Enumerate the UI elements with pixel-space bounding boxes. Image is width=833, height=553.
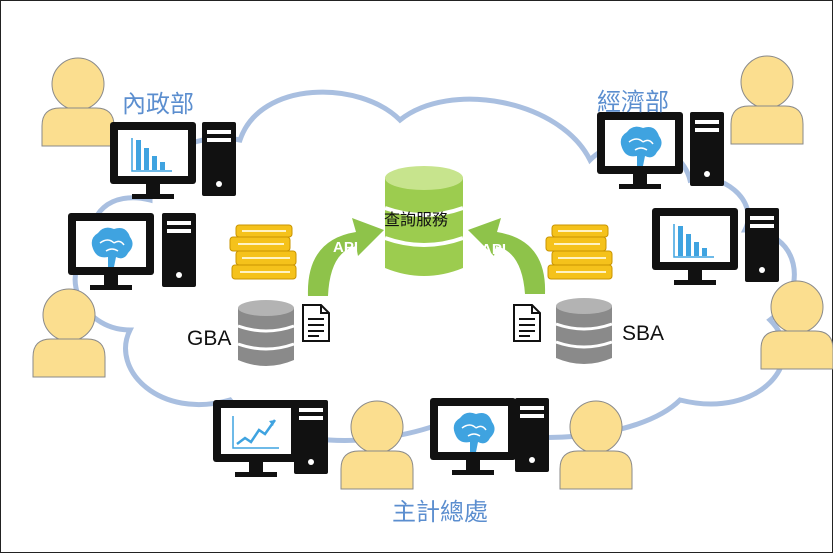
document-icon-sba [513, 304, 541, 342]
person-economic [730, 55, 804, 145]
computer-line-dgbas [213, 400, 299, 477]
computer-bars-interior [110, 122, 196, 199]
api-label-right: API [481, 241, 507, 258]
tower-icon [515, 398, 549, 472]
person-interior-lower [32, 288, 106, 378]
database-sba-icon [554, 296, 614, 366]
person-interior [41, 57, 115, 147]
query-service-database-icon [384, 166, 464, 276]
books-icon-sba [545, 224, 613, 280]
computer-brain-economic [597, 112, 683, 189]
agency-label-economic: 經濟部 [597, 88, 669, 116]
api-arrow-left-icon [307, 218, 384, 296]
computer-brain-dgbas [430, 398, 516, 475]
query-service-label: 查詢服務 [384, 210, 449, 229]
tower-icon [294, 400, 328, 474]
system-label-sba: SBA [622, 322, 665, 345]
api-label-left: API [333, 239, 359, 256]
tower-icon [162, 213, 196, 287]
database-gba-icon [236, 298, 296, 368]
tower-icon [745, 208, 779, 282]
person-dgbas-right [559, 400, 633, 490]
agency-label-dgbas: 主計總處 [392, 498, 488, 526]
tower-icon [202, 122, 236, 196]
computer-brain-interior [68, 213, 154, 290]
tower-icon [690, 112, 724, 186]
document-icon-gba [302, 304, 330, 342]
books-icon-gba [229, 224, 297, 280]
api-arrow-right-icon [468, 218, 546, 294]
agency-label-interior: 內政部 [122, 90, 194, 118]
computer-bars-economic [652, 208, 738, 285]
person-dgbas-left [340, 400, 414, 490]
system-label-gba: GBA [187, 327, 232, 350]
